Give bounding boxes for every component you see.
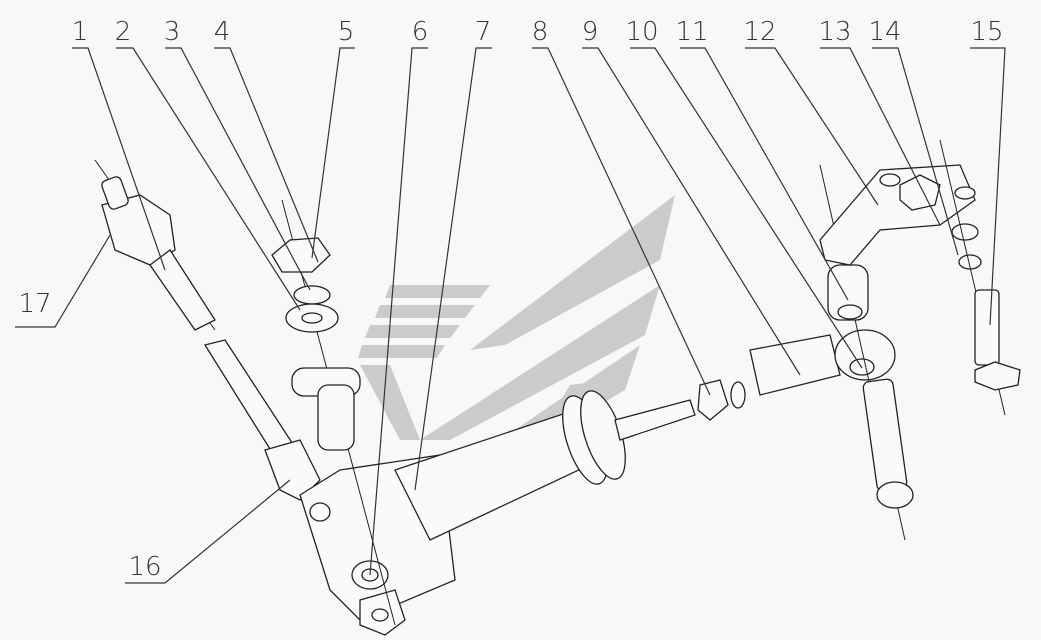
- leader-line: [532, 47, 711, 396]
- leader-line: [72, 47, 166, 271]
- callout-label: 5: [338, 17, 355, 47]
- leader-line: [582, 47, 801, 376]
- callout-6: 6: [369, 17, 429, 576]
- leader-line: [311, 47, 355, 259]
- callout-15: 15: [970, 17, 1006, 326]
- cylinder-body: [299, 390, 696, 636]
- callout-label: 12: [743, 17, 776, 47]
- bracket-assembly: [819, 139, 1021, 416]
- callout-4: 4: [214, 17, 319, 263]
- callout-14: 14: [868, 17, 959, 256]
- leader-line: [369, 47, 428, 576]
- callout-label: 9: [582, 17, 599, 47]
- callout-label: 4: [214, 17, 231, 47]
- callout-3: 3: [164, 17, 311, 291]
- leader-line: [970, 47, 1006, 326]
- callout-label: 6: [412, 17, 429, 47]
- callout-9: 9: [582, 17, 801, 376]
- callout-label: 1: [72, 17, 89, 47]
- callout-label: 15: [970, 17, 1003, 47]
- callout-10: 10: [625, 17, 863, 369]
- callout-8: 8: [532, 17, 711, 396]
- callout-12: 12: [743, 17, 879, 206]
- callout-17: 17: [15, 234, 111, 328]
- hose-assembly: [94, 159, 321, 501]
- callout-label: 10: [625, 17, 658, 47]
- callout-label: 13: [818, 17, 851, 47]
- callout-1: 1: [72, 17, 166, 271]
- callout-label: 7: [475, 17, 492, 47]
- rod-end: [697, 164, 914, 541]
- callout-label: 16: [128, 552, 161, 582]
- leader-line: [125, 479, 291, 584]
- callout-label: 11: [675, 17, 708, 47]
- leader-line: [680, 47, 849, 301]
- callout-label: 17: [18, 289, 51, 319]
- leader-line: [745, 47, 879, 206]
- callout-5: 5: [311, 17, 355, 259]
- callout-label: 2: [115, 17, 132, 47]
- leader-line: [15, 234, 111, 328]
- callout-label: 14: [868, 17, 901, 47]
- leader-line: [214, 47, 319, 263]
- watermark-logo: [358, 195, 675, 440]
- callout-label: 8: [532, 17, 549, 47]
- leader-line: [414, 47, 492, 491]
- leader-line: [820, 47, 941, 226]
- callout-16: 16: [125, 479, 291, 584]
- leader-line: [116, 47, 301, 311]
- callout-13: 13: [818, 17, 941, 226]
- callout-2: 2: [115, 17, 301, 311]
- leader-line: [630, 47, 863, 369]
- callout-label: 3: [164, 17, 181, 47]
- callout-11: 11: [675, 17, 849, 301]
- callout-7: 7: [414, 17, 492, 491]
- leader-line: [165, 47, 311, 291]
- leader-line: [872, 47, 959, 256]
